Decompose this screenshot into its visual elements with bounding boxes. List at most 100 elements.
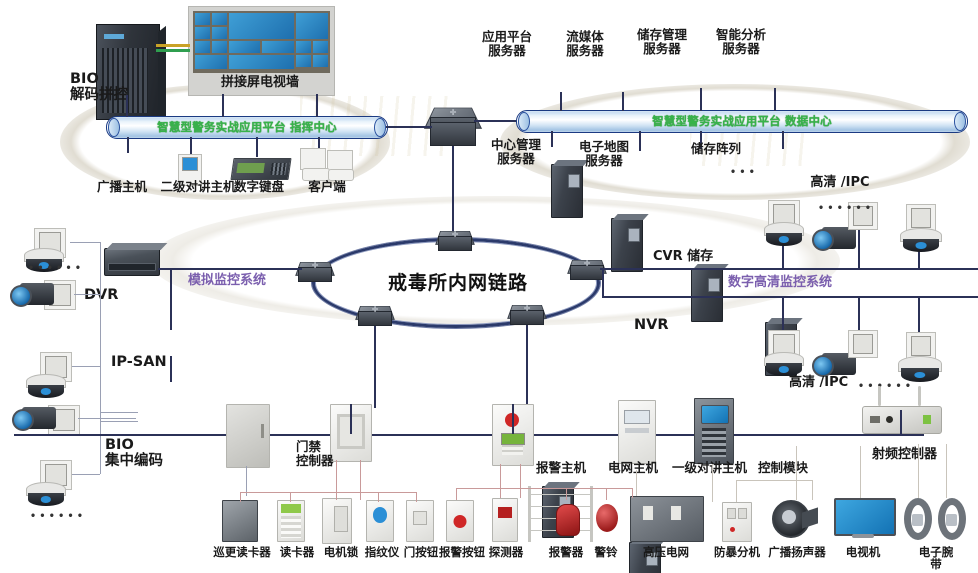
- control-module-wiring-v4: [860, 446, 861, 498]
- intercom-host-device: [178, 154, 202, 186]
- alarm-wiring-v3: [520, 464, 521, 498]
- alarm-button-device: [446, 500, 474, 542]
- link-dvr-ipsan: [170, 268, 172, 330]
- analog-system-label: 模拟监控系统: [188, 273, 267, 288]
- fingerprint-label: 指纹仪: [364, 545, 400, 559]
- streaming-media-server-label: 流媒体 服务器: [566, 29, 604, 58]
- camera-plate-r5: [848, 330, 878, 358]
- client-label: 客户端: [308, 179, 346, 194]
- digital-keyboard-label: 数字键盘: [233, 179, 285, 194]
- storage-array-ellipsis: • • •: [730, 167, 755, 178]
- dome-camera-r2: [764, 352, 804, 376]
- tv-wall-label: 拼接屏电视墙: [220, 75, 300, 90]
- rf-wiring-v2: [946, 444, 947, 498]
- rf-controller-device: [862, 386, 942, 442]
- link-ring-bottom-left: [374, 326, 376, 408]
- fingerprint-device: [366, 500, 394, 542]
- ptz-camera-r2: [898, 356, 942, 382]
- digital-keyboard-device: [230, 158, 292, 180]
- nvr-name-label: NVR: [634, 317, 669, 333]
- intercom-host-label: 二级对讲主机: [160, 179, 236, 194]
- link-switch-databus: [474, 120, 518, 122]
- link-ring-bottom-right: [526, 325, 528, 409]
- level1-intercom-label: 一级对讲主机: [672, 460, 748, 475]
- detector-label: 探测器: [488, 545, 524, 559]
- feed-to-bio-2: [100, 421, 138, 422]
- data-bus-cap-left: [518, 112, 530, 131]
- switch-arrows-icon: ✛: [449, 108, 457, 118]
- access-wiring-v2: [290, 492, 291, 502]
- ip-san-label: IP-SAN: [111, 354, 167, 370]
- alarm-wiring-v1: [456, 488, 457, 500]
- door-button-label: 门按钮: [403, 545, 439, 559]
- link-tvwall-bus: [222, 94, 224, 117]
- core-network-label: 戒毒所内网链路: [388, 272, 529, 294]
- feed-line-1: [70, 242, 100, 243]
- ring-switch-bottom-left: ✛: [355, 304, 395, 326]
- link-bio-to-tvwall-2: [156, 49, 190, 52]
- tv-wall: [188, 6, 335, 96]
- link-bio-to-tvwall: [156, 44, 190, 47]
- digital-system-label: 数字高清监控系统: [728, 275, 833, 290]
- access-wiring-trunk: [240, 492, 416, 493]
- alarm-siren-label: 报警器: [548, 545, 584, 559]
- streaming-media-server: [611, 214, 649, 272]
- ipc-ellipsis-top: • • • • • •: [818, 203, 871, 214]
- control-module-wiring-v3: [812, 480, 813, 500]
- dome-camera-l3: [26, 482, 66, 506]
- app-platform-server: [551, 160, 589, 218]
- bus-cap-right: [374, 118, 386, 137]
- warning-bell-device: [594, 500, 620, 540]
- link-bus-center-server: [551, 131, 553, 147]
- bio-decoder-rack: [96, 24, 166, 126]
- alarm-wiring-trunk: [456, 488, 632, 489]
- link-cabinet-down: [246, 466, 247, 496]
- control-module-wiring-v2: [796, 446, 797, 500]
- bio-decoder-label: BIO 解码拼控: [70, 71, 128, 103]
- access-wiring-v6: [416, 492, 417, 502]
- equipment-cabinet: [226, 404, 270, 468]
- alarm-wiring-v2: [500, 464, 501, 498]
- bullet-camera-r2: [812, 352, 856, 378]
- power-grid-host-device: [618, 400, 656, 464]
- alarm-host-label: 报警主机: [536, 460, 587, 475]
- core-switch-upper-2: [430, 122, 476, 146]
- broadcast-host-device: [104, 243, 168, 276]
- rf-controller-label: 射频控制器: [872, 447, 938, 462]
- television-device: [834, 498, 896, 542]
- app-platform-server-label: 应用平台 服务器: [481, 29, 533, 58]
- riot-extension-label: 防暴分机: [714, 545, 760, 559]
- electronic-map-server-label: 电子地图 服务器: [578, 139, 630, 168]
- data-center-bus-label: 智慧型警务实战应用平台 数据中心: [652, 114, 832, 128]
- feed-line-4: [78, 418, 136, 419]
- control-module-wiring-v1: [736, 480, 737, 502]
- high-voltage-grid-device: [630, 496, 704, 542]
- link-cmdbus-switch: [386, 126, 432, 128]
- motor-lock-device: [322, 498, 352, 544]
- access-controller-label: 门禁 控制器: [296, 439, 334, 468]
- link-ipc-t1: [782, 240, 784, 268]
- dvr-label: DVR: [84, 287, 119, 303]
- link-bus-client: [318, 137, 320, 151]
- ipc-top-label: 高清 /IPC: [810, 175, 870, 190]
- feed-to-bio-1: [100, 412, 138, 413]
- bio-encoder-label: BIO 集中编码: [105, 437, 163, 469]
- command-center-bus: 智慧型警务实战应用平台 指挥中心: [106, 116, 388, 139]
- power-grid-host-label: 电网主机: [608, 460, 659, 475]
- intelligent-analysis-server-label: 智能分析 服务器: [715, 27, 767, 56]
- link-bus-map-server: [639, 131, 641, 151]
- tv-wall-grid: [193, 11, 330, 73]
- storage-management-server: [691, 264, 729, 322]
- link-ipc-t3: [918, 246, 920, 268]
- link-switch-ring: [452, 146, 454, 242]
- dome-camera-l2: [26, 374, 66, 398]
- link-bus-rf-controller: [900, 410, 902, 434]
- rf-wiring-v1: [918, 444, 919, 498]
- ipc-bottom-label: 高清 /IPC: [789, 375, 849, 390]
- detector-device: [492, 498, 518, 542]
- link-dvr-ring: [158, 268, 302, 270]
- grid-wiring: [636, 470, 637, 496]
- card-reader-device: [277, 500, 305, 542]
- control-module-wiring-trunk: [736, 480, 812, 481]
